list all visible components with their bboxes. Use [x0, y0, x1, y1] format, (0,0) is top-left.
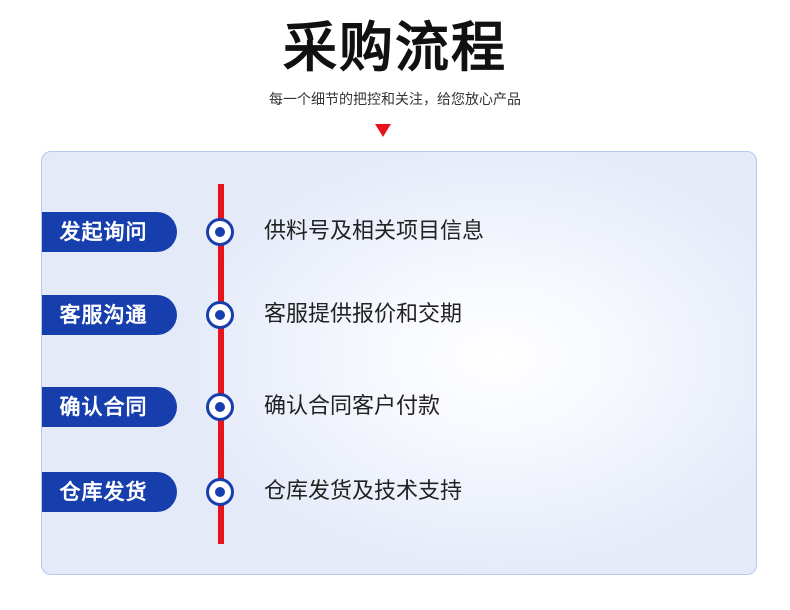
step-description: 确认合同客户付款 [264, 394, 441, 419]
step-tag: 仓库发货 [42, 472, 177, 512]
timeline-dot-icon [206, 393, 234, 421]
page-subtitle: 每一个细节的把控和关注，给您放心产品 [269, 92, 521, 108]
page-title: 采购流程 [283, 15, 507, 79]
timeline-dot-icon [206, 301, 234, 329]
step-description: 供料号及相关项目信息 [264, 219, 485, 244]
step-confirm-contract: 确认合同 确认合同客户付款 [0, 387, 790, 427]
step-description: 仓库发货及技术支持 [264, 479, 463, 504]
step-warehouse-shipping: 仓库发货 仓库发货及技术支持 [0, 472, 790, 512]
timeline-dot-icon [206, 478, 234, 506]
step-tag: 发起询问 [42, 212, 177, 252]
step-tag: 客服沟通 [42, 295, 177, 335]
step-inquiry: 发起询问 供料号及相关项目信息 [0, 212, 790, 252]
timeline-dot-icon [206, 218, 234, 246]
step-tag: 确认合同 [42, 387, 177, 427]
timeline-line [218, 184, 224, 544]
step-customer-service: 客服沟通 客服提供报价和交期 [0, 295, 790, 335]
step-description: 客服提供报价和交期 [264, 302, 463, 327]
down-arrow-icon [375, 124, 391, 137]
